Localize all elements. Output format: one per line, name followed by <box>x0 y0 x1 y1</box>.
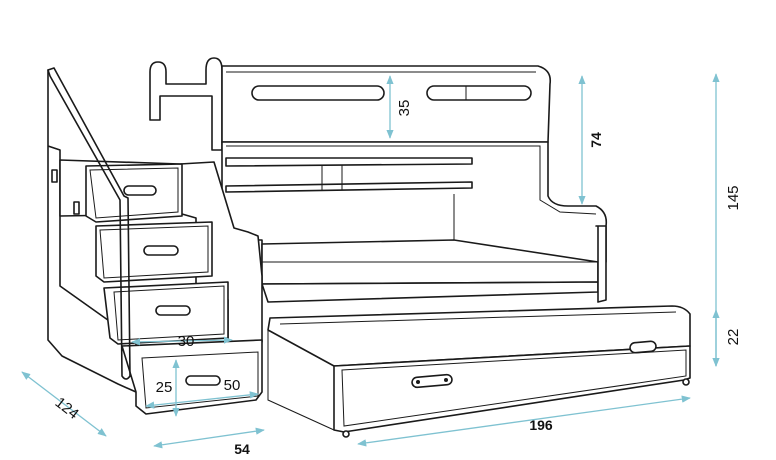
shelf-upper <box>225 157 473 167</box>
upper-back-panel <box>221 65 552 143</box>
side-knob <box>51 169 58 183</box>
label-drawer-height: 25 <box>156 379 173 396</box>
label-upper-height: 74 <box>588 132 604 148</box>
wheel-left <box>342 430 350 438</box>
dim-line-drawer-width <box>145 391 259 409</box>
lower-front-rail <box>261 281 599 303</box>
side-knob-2 <box>73 201 80 215</box>
dimension-labels: 124 54 196 74 145 22 35 30 25 50 <box>52 100 742 457</box>
wheel-right <box>682 378 690 386</box>
dim-line-step-depth <box>131 336 233 346</box>
shelf-lower <box>225 181 473 193</box>
rail-slot-left <box>251 85 385 101</box>
label-step-depth: 30 <box>178 333 195 350</box>
bed-frame <box>149 57 608 303</box>
label-trundle-height: 22 <box>725 329 742 346</box>
drawer-3-handle <box>155 305 191 316</box>
dimension-lines <box>21 73 720 449</box>
trundle-drawer <box>267 305 691 438</box>
right-lower-post <box>595 225 607 303</box>
label-stairs-width: 54 <box>234 441 250 457</box>
left-post <box>149 57 223 151</box>
label-trundle-length: 196 <box>529 417 553 433</box>
rail-slot-right <box>426 85 532 101</box>
label-total-height: 145 <box>725 185 742 210</box>
dim-line-stairs-width <box>153 427 265 449</box>
dim-line-depth <box>21 371 107 437</box>
drawer-1-handle <box>123 185 157 196</box>
dim-line-trundle-length <box>357 395 691 447</box>
label-rail-height: 35 <box>396 100 413 117</box>
drawer-2-handle <box>143 245 179 256</box>
handrail <box>47 67 131 380</box>
drawer-4-handle <box>185 375 221 386</box>
label-drawer-width: 50 <box>224 377 241 394</box>
trundle-handle-right <box>629 340 657 354</box>
trundle-handle-left <box>411 373 453 389</box>
